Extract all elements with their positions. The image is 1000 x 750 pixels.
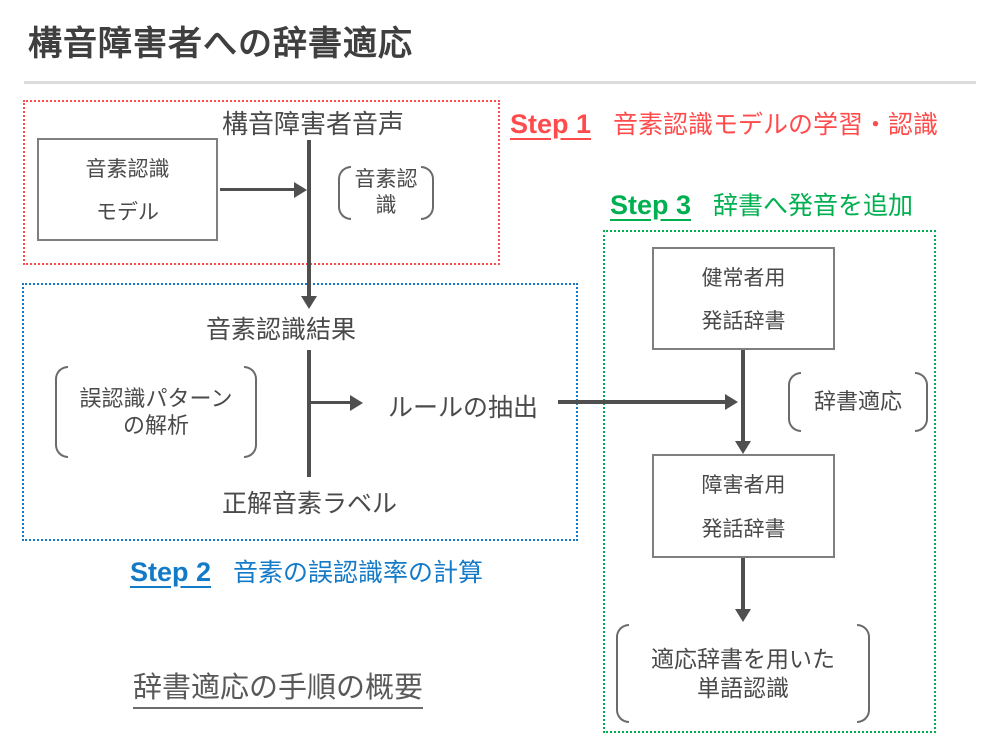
dict-adaptation-bracket: 辞書適応 — [788, 372, 928, 432]
recognition-result-label: 音素認識結果 — [206, 316, 357, 344]
right-bracket-icon — [421, 166, 434, 220]
normal-dict-box: 健常者用 発話辞書 — [652, 247, 835, 350]
phoneme-model-box: 音素認識 モデル — [37, 138, 218, 241]
step2-title: 音素の誤認識率の計算 — [233, 559, 484, 587]
disordered-dict-line2: 発話辞書 — [701, 517, 786, 541]
error-pattern-line2: の解析 — [122, 413, 189, 438]
step2-heading: Step 2 音素の誤認識率の計算 — [130, 553, 483, 589]
right-bracket-icon — [857, 624, 870, 723]
disordered-dict-box: 障害者用 発話辞書 — [652, 454, 835, 558]
step3-label: Step 3 — [610, 190, 692, 220]
error-pattern-line1: 誤認識パターン — [79, 385, 233, 411]
left-bracket-icon — [338, 166, 351, 220]
step2-label: Step 2 — [130, 557, 212, 587]
dict-adaptation-flow-line — [741, 350, 745, 441]
left-bracket-icon — [788, 372, 801, 432]
compare-to-rule-arrow-line — [311, 401, 351, 404]
step3-title: 辞書へ発音を追加 — [713, 192, 914, 220]
speech-flow-arrowhead — [301, 296, 317, 309]
right-bracket-icon — [244, 366, 257, 458]
title-divider — [24, 81, 976, 84]
dict-adaptation-label: 辞書適応 — [813, 389, 902, 415]
diagram-caption: 辞書適応の手順の概要 — [133, 664, 424, 709]
step3-frame — [603, 230, 936, 733]
step3-heading: Step 3 辞書へ発音を追加 — [610, 186, 913, 222]
phoneme-recognition-bracket: 音素認識 — [338, 166, 434, 220]
step1-heading: Step 1 音素認識モデルの学習・認識 — [510, 105, 938, 141]
model-to-speech-arrow-line — [220, 188, 295, 191]
step1-frame — [23, 100, 500, 265]
phoneme-model-line2: モデル — [96, 201, 159, 224]
left-bracket-icon — [616, 624, 629, 723]
compare-line — [307, 350, 311, 477]
compare-to-rule-arrowhead — [350, 395, 363, 411]
step2-frame — [22, 283, 578, 541]
left-bracket-icon — [55, 366, 68, 458]
rule-to-adaptation-line — [558, 400, 726, 404]
normal-dict-line2: 発話辞書 — [701, 310, 786, 333]
word-recognition-line2: 単語認識 — [697, 674, 789, 701]
step1-label: Step 1 — [510, 109, 592, 139]
page-title: 構音障害者への辞書適応 — [28, 25, 413, 63]
normal-dict-line1: 健常者用 — [701, 267, 786, 290]
correct-labels-label: 正解音素ラベル — [222, 490, 398, 518]
error-pattern-bracket: 誤認識パターン の解析 — [55, 366, 257, 458]
rule-to-adaptation-arrowhead — [725, 394, 738, 410]
step1-title: 音素認識モデルの学習・認識 — [613, 111, 939, 139]
speech-flow-line — [307, 140, 311, 296]
model-to-speech-arrowhead — [294, 182, 307, 198]
word-recognition-line1: 適応辞書を用いた — [651, 645, 835, 672]
word-recognition-flow-line — [741, 558, 745, 610]
word-recognition-bracket: 適応辞書を用いた 単語認識 — [616, 624, 870, 723]
dict-adaptation-flow-arrowhead — [735, 441, 751, 454]
phoneme-model-line1: 音素認識 — [85, 158, 170, 181]
word-recognition-flow-arrowhead — [735, 609, 751, 622]
rule-extraction-label: ルールの抽出 — [388, 394, 539, 422]
dysarthric-speech-label: 構音障害者音声 — [222, 109, 405, 139]
right-bracket-icon — [915, 372, 928, 432]
disordered-dict-line1: 障害者用 — [701, 474, 786, 498]
phoneme-recognition-label: 音素認識 — [354, 167, 418, 217]
